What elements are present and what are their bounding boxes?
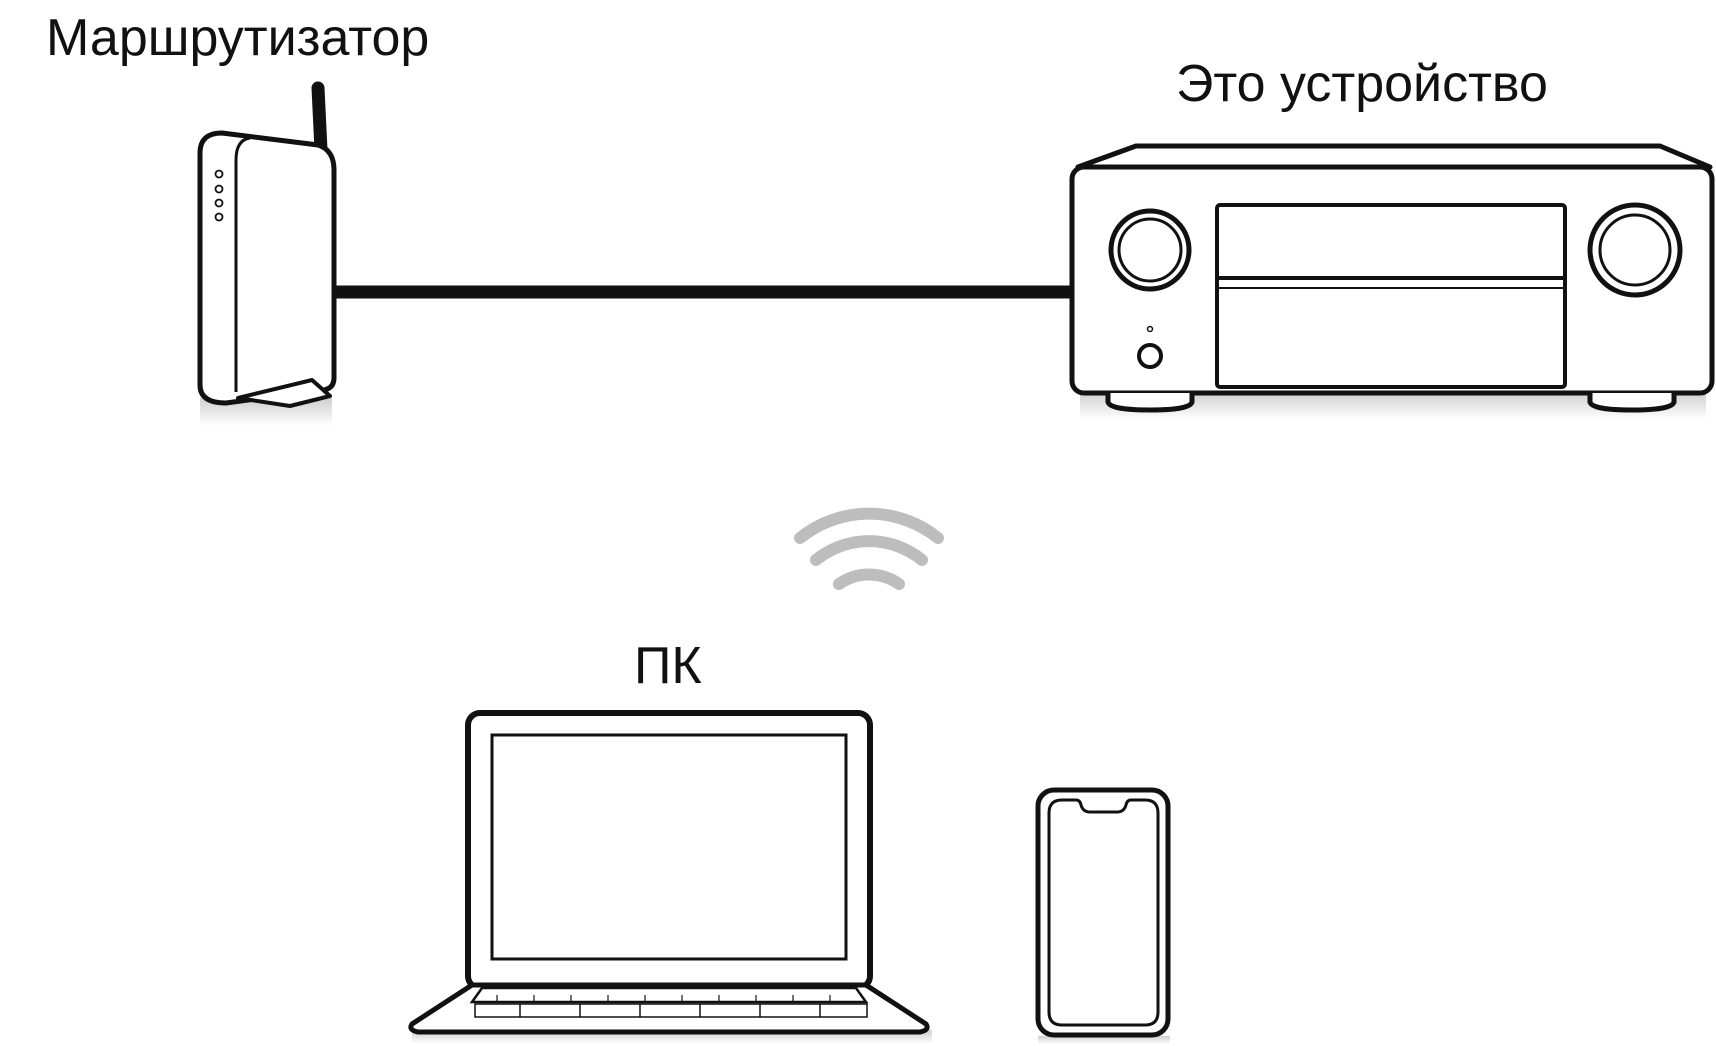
wifi-icon xyxy=(794,507,944,590)
smartphone-icon xyxy=(1035,787,1171,1044)
laptop-icon xyxy=(408,710,932,1044)
receiver-icon xyxy=(1069,143,1715,420)
router-icon xyxy=(197,81,337,426)
router-label: Маршрутизатор xyxy=(46,9,430,67)
pc-label: ПК xyxy=(634,637,702,695)
device-label: Это устройство xyxy=(1176,55,1548,113)
